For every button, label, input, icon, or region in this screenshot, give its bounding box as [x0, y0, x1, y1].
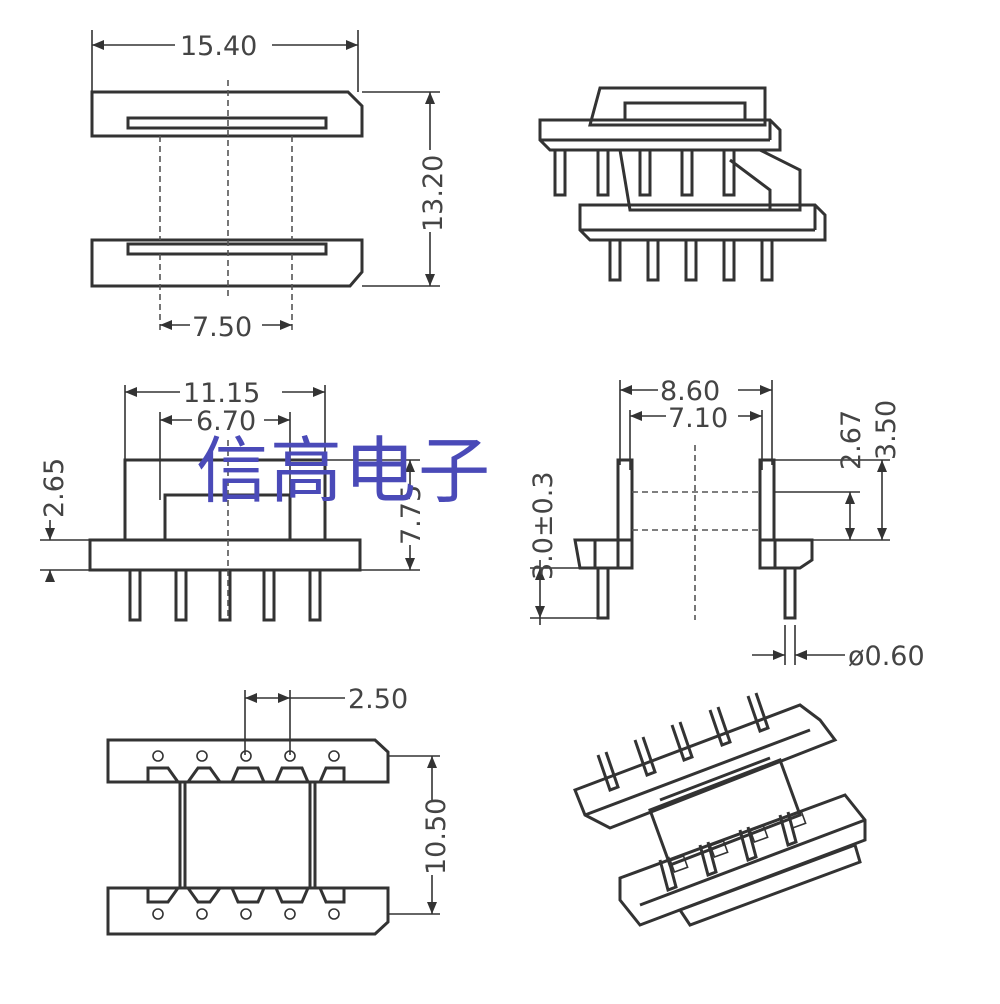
- top-view: 15.40 13.20 7.50: [90, 30, 449, 343]
- bottom-view: 2.50 10.50: [106, 684, 452, 936]
- dim-side-inner: 7.10: [668, 403, 728, 434]
- iso-view-top: [538, 86, 827, 282]
- dim-side-h1: 2.67: [836, 410, 867, 470]
- dim-side-h2: 3.50: [871, 400, 902, 460]
- dim-pin-diameter: ø0.60: [848, 641, 925, 672]
- dim-front-inner: 6.70: [196, 406, 256, 437]
- iso-view-bottom: [573, 692, 867, 927]
- front-view: 11.15 6.70 2.65: [39, 378, 427, 622]
- dim-pin-pitch: 2.50: [348, 684, 408, 715]
- watermark-text: 信高电子: [196, 429, 493, 513]
- dim-front-base: 2.65: [39, 458, 70, 518]
- dim-front-width: 11.15: [183, 378, 260, 409]
- dim-top-core: 7.50: [192, 312, 252, 343]
- dim-top-height: 13.20: [418, 155, 449, 232]
- dim-front-height: 7.75: [396, 485, 427, 545]
- dim-top-width: 15.40: [180, 31, 257, 62]
- side-view: 8.60 7.10 2.67 3.50: [528, 376, 925, 672]
- dim-pin-length: 3.0±0.3: [528, 471, 559, 580]
- dim-bottom-height: 10.50: [421, 798, 452, 875]
- dim-side-width: 8.60: [660, 376, 720, 407]
